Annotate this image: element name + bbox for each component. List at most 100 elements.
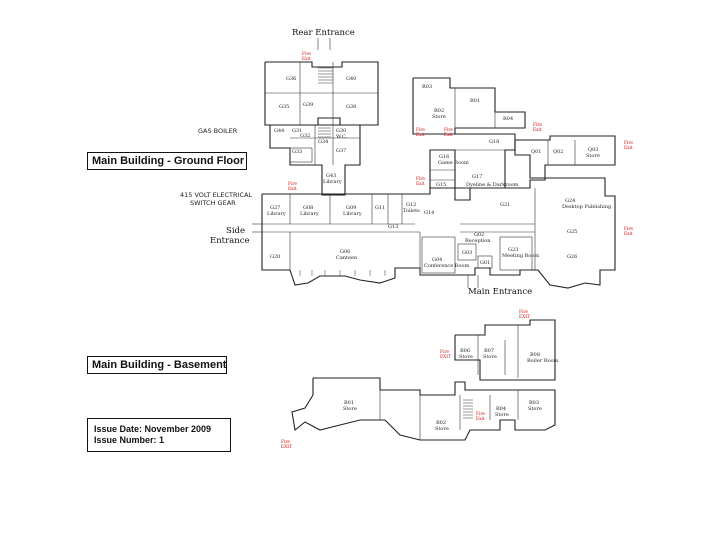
fire-exit-label: Fire (302, 52, 311, 57)
room-code: B06 (460, 348, 470, 354)
room-name: Reception (465, 238, 491, 244)
room-code: G27 (270, 205, 280, 211)
room-code: G04 (432, 257, 442, 263)
room-code: G21 (500, 202, 510, 208)
room-code: G31 (292, 128, 302, 134)
issue-number: Issue Number: 1 (94, 435, 165, 445)
room-name: Store (483, 354, 497, 360)
issue-date: Issue Date: November 2009 (94, 424, 212, 434)
basement-title-box: Main Building - Basement (87, 356, 227, 374)
room-name: Boiler Room (527, 358, 559, 364)
fire-exit-markers: Fire Exit Fire Exit Fire Exit Fire Exit … (281, 52, 633, 450)
side-entrance-label-line2: Entrance (210, 236, 250, 246)
fire-exit-label: Fire (624, 141, 633, 146)
room-code: Q03 (588, 147, 598, 153)
room-code: G30 (336, 128, 346, 134)
room-name: Canteen (336, 255, 358, 261)
room-name: Toilets (403, 208, 420, 214)
gas-boiler-label: GAS BOILER (198, 127, 238, 135)
room-code: G20 (270, 254, 280, 260)
fire-exit-label: EXIT (440, 355, 451, 360)
room-name: Store (435, 426, 449, 432)
fire-exit-label: Fire (476, 412, 485, 417)
room-code: R03 (422, 84, 432, 90)
room-name: Library (267, 211, 286, 217)
room-code: G03 (462, 250, 472, 256)
room-code: G25 (567, 229, 577, 235)
fire-exit-label: Fire (624, 227, 633, 232)
room-name: Desktop Publishing (562, 204, 612, 210)
room-name: Store (528, 406, 542, 412)
basement-room-labels: B01 Store B02 Store B03 Store B04 Store … (343, 348, 559, 432)
room-code: B03 (529, 400, 539, 406)
room-name: Dyeline & Darkroom (466, 182, 519, 188)
room-name: Library (323, 179, 342, 185)
fire-exit-label: Exit (476, 417, 485, 422)
room-name: Library (300, 211, 319, 217)
room-name: Meeting Room (502, 253, 539, 259)
fire-exit-label: Exit (444, 133, 453, 138)
fire-exit-label: Fire (416, 128, 425, 133)
fire-exit-label: Fire (288, 182, 297, 187)
room-name: Store (586, 153, 600, 159)
room-code: G39 (303, 102, 313, 108)
room-name: Store (459, 354, 473, 360)
room-code: R04 (503, 116, 513, 122)
room-code: G08 (303, 205, 313, 211)
fire-exit-label: Exit (288, 187, 297, 192)
room-code: G24 (565, 198, 575, 204)
basement-title: Main Building - Basement (92, 359, 227, 371)
room-code: B01 (344, 400, 354, 406)
fire-exit-label: Fire (440, 350, 449, 355)
ground-floor-title: Main Building - Ground Floor (92, 155, 245, 167)
fire-exit-label: Exit (416, 133, 425, 138)
room-code: G23 (508, 247, 518, 253)
room-code: B04 (496, 406, 506, 412)
room-code: R01 (470, 98, 480, 104)
fire-exit-label: Exit (302, 57, 311, 62)
room-name: W.C. (336, 134, 348, 140)
room-code: G17 (472, 174, 482, 180)
room-code: G18 (489, 139, 499, 145)
room-code: G01 (480, 260, 490, 266)
room-code: G35 (279, 104, 289, 110)
room-code: G06 (340, 249, 350, 255)
issue-info-box: Issue Date: November 2009 Issue Number: … (87, 418, 231, 452)
room-code: Q01 (531, 149, 541, 155)
ground-floor-room-labels: G36 G40 G35 G39 G38 G37 G44 G31 G32 G33 … (267, 76, 612, 269)
room-code: G33 (292, 149, 302, 155)
room-name: Store (432, 114, 446, 120)
room-code: G15 (436, 182, 446, 188)
room-code: G34 (318, 139, 328, 145)
switch-gear-label-line2: SWITCH GEAR (190, 199, 236, 207)
fire-exit-label: Fire (281, 440, 290, 445)
room-code: G09 (346, 205, 356, 211)
room-code: G14 (424, 210, 434, 216)
side-entrance-label-line1: Side (226, 226, 245, 236)
room-code: G13 (388, 224, 398, 230)
fire-exit-label: Exit (416, 182, 425, 187)
fire-exit-label: Exit (624, 146, 633, 151)
room-code: R02 (434, 108, 444, 114)
room-name: Store (343, 406, 357, 412)
room-code: G32 (300, 133, 310, 139)
room-code: G16 (439, 154, 449, 160)
room-code: G02 (474, 232, 484, 238)
room-code: G11 (375, 205, 385, 211)
room-code: G37 (336, 148, 346, 154)
room-code: G40 (346, 76, 356, 82)
fire-exit-label: Exit (624, 232, 633, 237)
fire-exit-label: Exit (533, 128, 542, 133)
room-code: G26 (567, 254, 577, 260)
room-code: G43 (326, 173, 336, 179)
room-code: G44 (274, 128, 284, 134)
room-code: Q02 (553, 149, 563, 155)
fire-exit-label: Fire (416, 177, 425, 182)
fire-exit-label: Fire (444, 128, 453, 133)
room-name: Game Room (438, 160, 469, 166)
room-name: Conference Room (424, 263, 470, 269)
fire-exit-label: Fire (519, 310, 528, 315)
annotations: Rear Entrance GAS BOILER 415 VOLT ELECTR… (180, 28, 532, 297)
switch-gear-label-line1: 415 VOLT ELECTRICAL (180, 191, 252, 199)
